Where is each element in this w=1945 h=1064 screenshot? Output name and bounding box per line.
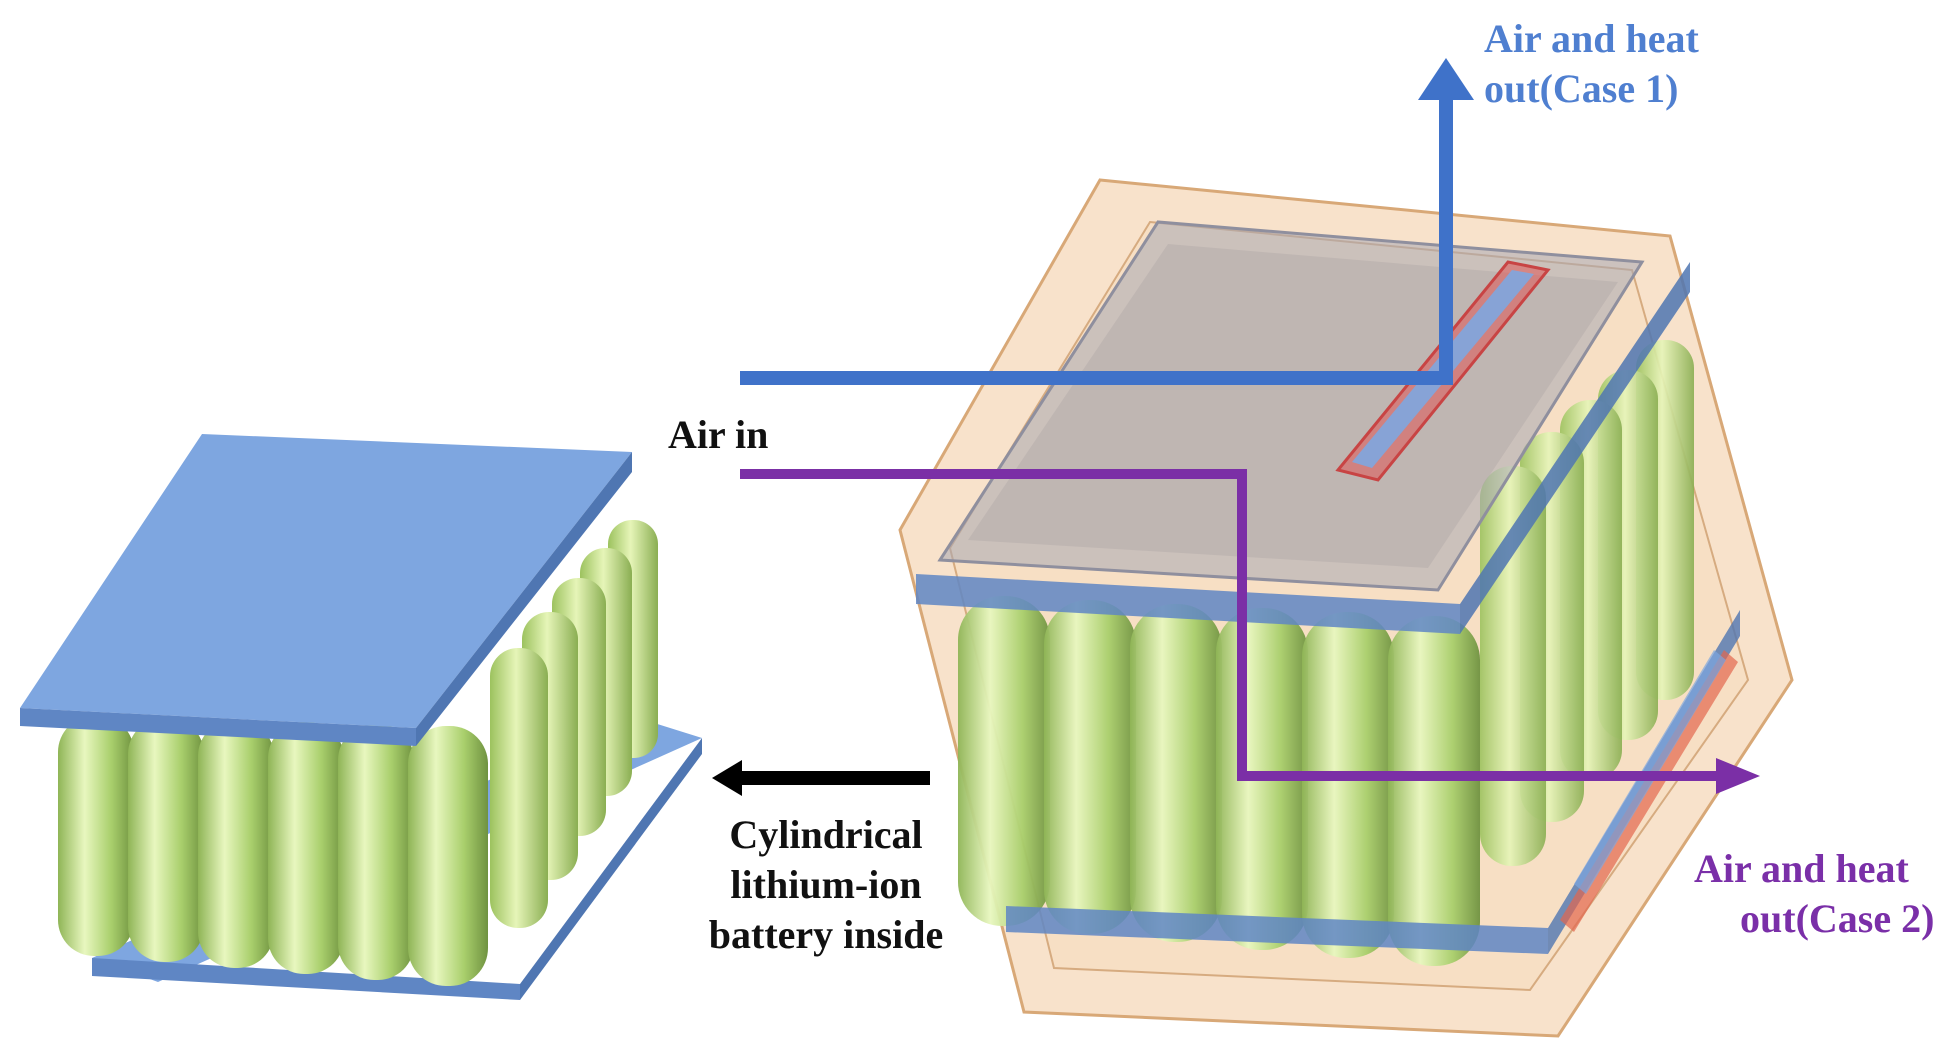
battery-cell [490, 648, 548, 928]
case2-flow-path [740, 469, 1760, 794]
pack-side-cells [1480, 340, 1694, 866]
battery-cell [1044, 600, 1136, 934]
battery-cell [1302, 612, 1394, 958]
case1-outlet-label-line1: Air and heat [1484, 16, 1700, 61]
front-cells [58, 716, 488, 986]
battery-cell [338, 724, 414, 980]
pack-bottom-plate [1006, 906, 1548, 954]
battery-cell [58, 716, 134, 956]
case1-flow-path [740, 58, 1474, 385]
arrow-right-icon [1716, 758, 1760, 794]
battery-module-exposed [20, 434, 702, 1000]
case1-outlet-label-line2: out(Case 1) [1484, 66, 1678, 111]
case2-flow-line [740, 469, 1716, 781]
battery-label-line1: Cylindrical [729, 812, 922, 857]
case2-outlet-label-line1: Air and heat [1694, 846, 1910, 891]
battery-cell [198, 720, 274, 968]
battery-cell [408, 726, 488, 986]
case1-flow-line [740, 100, 1453, 385]
top-plate-side [416, 452, 632, 746]
battery-cell [128, 718, 204, 962]
battery-cell [958, 596, 1050, 926]
battery-cell [1388, 616, 1480, 966]
battery-cell [1130, 604, 1222, 942]
top-plate-top [20, 434, 632, 728]
case2-outlet-label-line2: out(Case 2) [1740, 896, 1934, 941]
arrow-left-icon [712, 760, 742, 796]
arrow-up-icon [1418, 58, 1474, 100]
battery-label-line3: battery inside [709, 912, 943, 957]
side-cells [490, 520, 658, 928]
pack-top-plate-side [1460, 262, 1690, 634]
battery-label-line2: lithium-ion [730, 862, 921, 907]
pack-top-plate-front [916, 574, 1460, 634]
bottom-plate-side [520, 738, 702, 1000]
air-in-label: Air in [668, 412, 768, 457]
top-plate-front [20, 708, 416, 746]
battery-cell [268, 722, 344, 974]
battery-pointer [712, 760, 930, 796]
bottom-plate-front [92, 958, 520, 1000]
battery-pack-enclosure [898, 178, 1794, 1038]
